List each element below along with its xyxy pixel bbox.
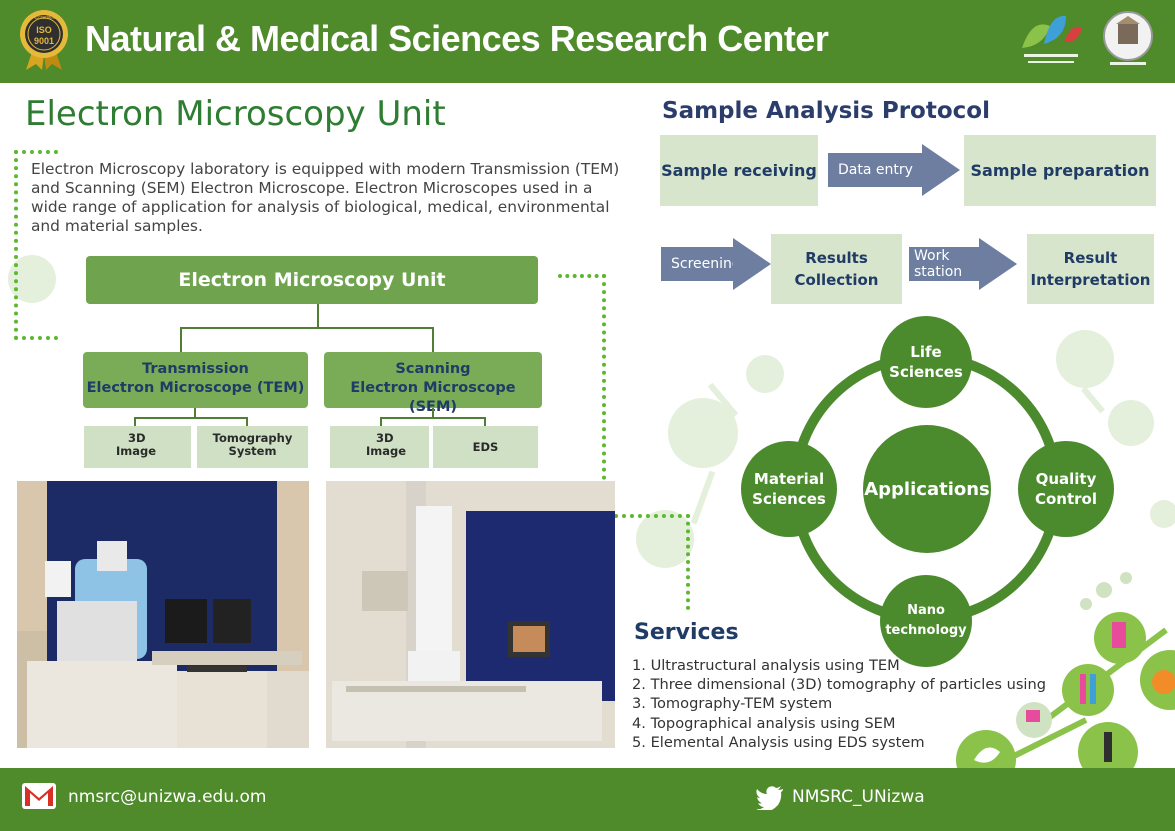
sample-preparation-label: Sample preparation <box>970 161 1150 180</box>
bg-molecule-circle <box>636 510 694 568</box>
sem-child-eds: EDS <box>433 426 538 468</box>
iso-badge-number-text: 9001 <box>33 36 55 46</box>
services-title: Services <box>634 620 739 645</box>
result-interpretation-label: Result <box>1063 249 1118 267</box>
results-collection-box: Results Collection <box>771 234 902 304</box>
tem-child-tomography: Tomography System <box>197 426 308 468</box>
footer-email[interactable]: nmsrc@unizwa.edu.om <box>68 787 267 807</box>
bg-molecule-circle <box>746 355 784 393</box>
tem-box: Transmission Electron Microscope (TEM) <box>83 352 308 408</box>
org-connector <box>484 417 486 427</box>
intro-paragraph: Electron Microscopy laboratory is equipp… <box>31 160 620 235</box>
org-connector <box>432 408 434 418</box>
iso-badge-iso-text: ISO <box>36 25 52 35</box>
org-connector <box>432 327 434 353</box>
org-connector <box>134 417 248 419</box>
services-item: 5. Elemental Analysis using EDS system <box>632 733 925 751</box>
header-bar <box>0 0 1175 83</box>
sem-child-label: Image <box>366 444 407 458</box>
tem-child-label: Image <box>116 444 157 458</box>
services-item: 3. Tomography-TEM system <box>632 695 833 713</box>
footer-twitter-handle[interactable]: NMSRC_UNizwa <box>792 787 925 807</box>
tem-child-label: Tomography <box>212 431 293 445</box>
org-connector <box>380 417 382 427</box>
quality-control-circle: Quality Control <box>1018 441 1114 537</box>
sample-receiving-box: Sample receiving <box>660 135 818 206</box>
sem-label-line2: Electron Microscope (SEM) <box>350 380 516 415</box>
sem-label-line1: Scanning <box>395 361 471 377</box>
tem-label-line2: Electron Microscope (TEM) <box>86 380 305 396</box>
sem-box: Scanning Electron Microscope (SEM) <box>324 352 542 415</box>
org-connector <box>317 304 319 328</box>
gmail-icon <box>22 783 56 809</box>
quality-control-label: Control <box>1034 490 1097 508</box>
quality-control-label: Quality <box>1035 470 1097 488</box>
bg-molecule-bond <box>690 470 716 525</box>
material-sciences-label: Material <box>753 470 825 488</box>
screening-arrow: Screening <box>661 238 771 290</box>
tem-label-line1: Transmission <box>142 361 249 377</box>
applications-center-label: Applications <box>864 478 990 500</box>
life-sciences-label: Sciences <box>889 363 963 381</box>
sem-microscope-photo <box>326 481 615 748</box>
services-list: 1. Ultrastructural analysis using TEM 2.… <box>632 656 1046 752</box>
sample-receiving-label: Sample receiving <box>661 161 817 180</box>
result-interpretation-box: Result Interpretation <box>1027 234 1154 304</box>
iso-badge-top-text: Accredited <box>32 15 56 21</box>
tem-child-3d-image: 3D Image <box>84 426 191 468</box>
material-sciences-label: Sciences <box>752 490 826 508</box>
results-collection-label: Collection <box>794 271 879 289</box>
nanotechnology-label: technology <box>885 623 967 638</box>
org-root-label: Electron Microscopy Unit <box>178 269 446 291</box>
science-icons-decoration <box>946 570 1175 790</box>
tem-child-label: 3D <box>128 431 146 445</box>
tem-microscope-photo <box>17 481 309 748</box>
org-root-box: Electron Microscopy Unit <box>86 256 538 304</box>
footer-bar <box>0 768 1175 831</box>
decorative-dotted-line <box>614 514 690 610</box>
work-station-label: Work station <box>914 248 963 280</box>
twitter-icon <box>756 786 784 812</box>
org-connector <box>180 327 182 353</box>
decorative-dotted-line <box>558 274 606 488</box>
work-station-arrow: Work station <box>909 238 1017 290</box>
data-entry-arrow: Data entry <box>828 144 960 196</box>
sem-child-label: EDS <box>472 440 499 454</box>
org-connector <box>180 327 434 329</box>
results-collection-label: Results <box>805 249 868 267</box>
nanotechnology-label: Nano <box>907 603 945 618</box>
unit-title: Electron Microscopy Unit <box>25 94 446 134</box>
protocol-title: Sample Analysis Protocol <box>662 98 990 124</box>
org-connector <box>246 417 248 427</box>
screening-label: Screening <box>671 256 741 272</box>
nanotechnology-circle: Nano technology <box>880 575 972 667</box>
org-connector <box>194 408 196 418</box>
nmsrc-logo-icon <box>1014 8 1086 74</box>
services-item: 4. Topographical analysis using SEM <box>632 714 896 732</box>
services-item: 1. Ultrastructural analysis using TEM <box>632 657 900 674</box>
university-logo-icon <box>1100 8 1156 74</box>
bg-molecule-circle <box>1150 500 1175 528</box>
sem-child-3d-image: 3D Image <box>330 426 429 468</box>
org-connector <box>380 417 486 419</box>
center-title: Natural & Medical Sciences Research Cent… <box>85 18 829 59</box>
org-connector <box>134 417 136 427</box>
applications-center-circle: Applications <box>863 425 991 553</box>
life-sciences-label: Life <box>910 343 942 361</box>
material-sciences-circle: Material Sciences <box>741 441 837 537</box>
iso-badge-icon <box>18 8 70 72</box>
bg-molecule-bond <box>1081 386 1105 414</box>
result-interpretation-label: Interpretation <box>1030 271 1151 289</box>
tem-child-label: System <box>228 444 277 458</box>
services-item: 2. Three dimensional (3D) tomography of … <box>632 676 1046 694</box>
decorative-dotted-line <box>14 150 58 340</box>
sample-preparation-box: Sample preparation <box>964 135 1156 206</box>
bg-molecule-circle <box>1108 400 1154 446</box>
sem-child-label: 3D <box>376 431 394 445</box>
data-entry-label: Data entry <box>838 162 913 178</box>
life-sciences-circle: Life Sciences <box>880 316 972 408</box>
bg-molecule-circle <box>1056 330 1114 388</box>
